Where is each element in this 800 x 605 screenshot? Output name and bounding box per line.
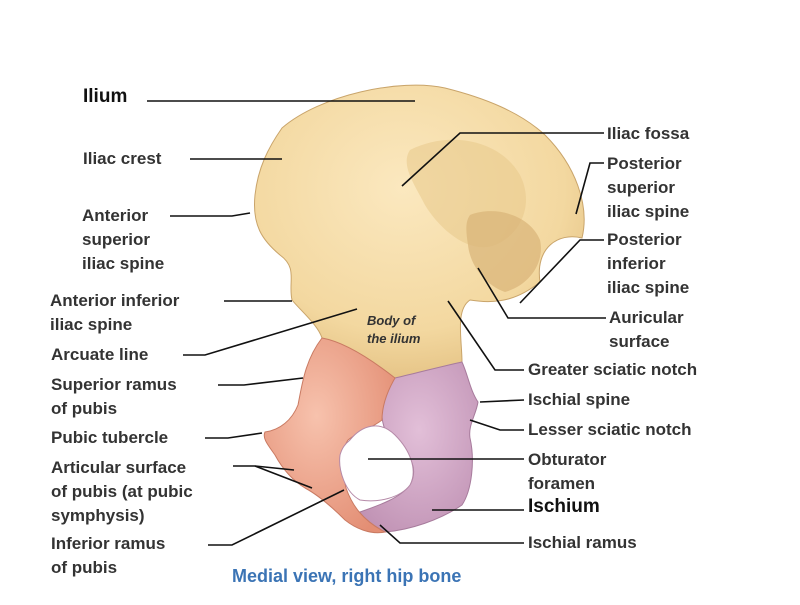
leader-arcuate-line (183, 308, 358, 356)
figure-caption: Medial view, right hip bone (232, 566, 462, 586)
label-ilium: Ilium (83, 86, 128, 107)
auricular-surface-shading (466, 211, 541, 292)
label-body-of-the-ilium: Body of the ilium (367, 313, 421, 346)
label-anterior-inferior-iliac-spine: Anterior inferior iliac spine (50, 291, 180, 334)
obturator-foramen-shape (339, 425, 414, 502)
label-iliac-fossa: Iliac fossa (607, 124, 690, 143)
leader-psis (575, 162, 604, 215)
leader-greater-sciatic-notch (447, 300, 524, 371)
label-ischium: Ischium (528, 496, 600, 517)
label-superior-ramus-of-pubis: Superior ramus of pubis (51, 375, 177, 418)
label-lesser-sciatic-notch: Lesser sciatic notch (528, 420, 692, 439)
label-pubic-tubercle: Pubic tubercle (51, 428, 169, 447)
leader-pubic-tubercle (205, 432, 263, 439)
label-articular-surface-of-pubis: Articular surface of pubis (at pubic sym… (51, 458, 193, 525)
leader-auricular-surface (477, 267, 606, 319)
leader-piis (519, 239, 604, 304)
label-ischial-ramus: Ischial ramus (528, 533, 637, 552)
leader-ischial-ramus (379, 524, 524, 544)
leader-superior-ramus (218, 377, 304, 386)
leader-lines (147, 100, 606, 546)
label-anterior-superior-iliac-spine: Anterior superior iliac spine (82, 206, 165, 273)
label-inferior-ramus-of-pubis: Inferior ramus of pubis (51, 534, 166, 577)
label-ischial-spine: Ischial spine (528, 390, 631, 409)
leader-articular-surface-b (254, 465, 313, 489)
pubis-region (263, 337, 396, 534)
label-greater-sciatic-notch: Greater sciatic notch (528, 360, 698, 379)
leader-lesser-sciatic-notch (469, 419, 524, 431)
leader-inferior-ramus (208, 489, 345, 546)
leader-iliac-fossa (401, 132, 604, 187)
label-auricular-surface: Auricular surface (609, 308, 684, 351)
label-iliac-crest: Iliac crest (83, 149, 162, 168)
label-posterior-superior-iliac-spine: Posterior superior iliac spine (607, 154, 690, 221)
label-posterior-inferior-iliac-spine: Posterior inferior iliac spine (607, 230, 690, 297)
label-obturator-foramen: Obturator foramen (528, 450, 607, 493)
label-arcuate-line: Arcuate line (51, 345, 149, 364)
leader-asis (170, 212, 251, 217)
leader-ischial-spine (479, 399, 525, 403)
